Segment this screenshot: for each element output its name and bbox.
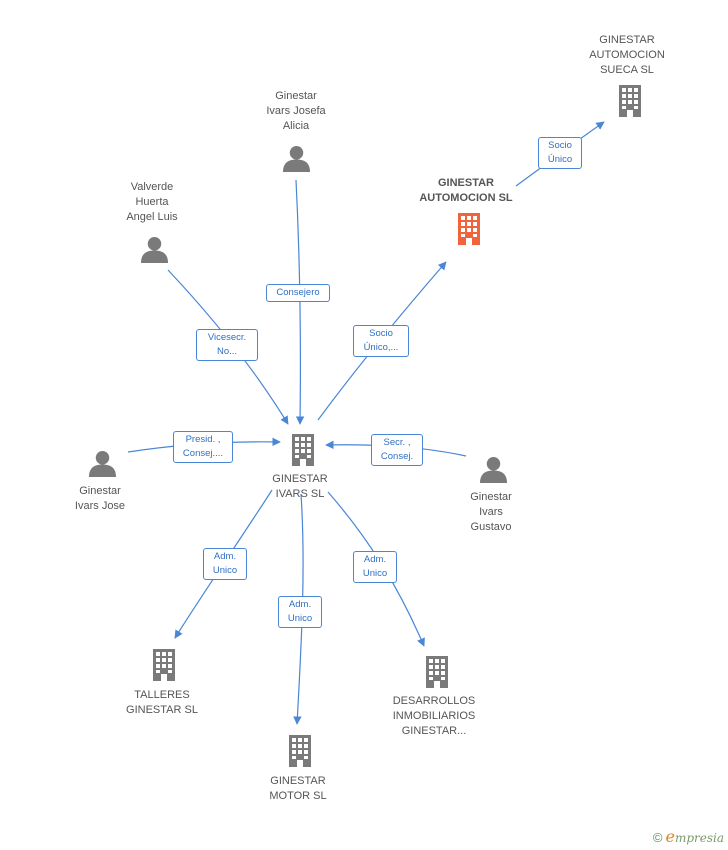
node-label-ginestar-ivars-josefa-alicia[interactable]: Ginestar Ivars Josefa Alicia xyxy=(266,90,326,132)
building-icon xyxy=(289,735,311,767)
edge-label-socio-unico-1: Socio Único,... xyxy=(353,325,409,357)
node-label-talleres-ginestar-sl[interactable]: TALLERES GINESTAR SL xyxy=(126,689,198,716)
person-icon xyxy=(283,145,310,172)
node-label-ginestar-motor-sl[interactable]: GINESTAR MOTOR SL xyxy=(269,775,327,802)
edge-label-socio-unico-2: Socio Único xyxy=(538,137,582,169)
building-icon xyxy=(619,85,641,117)
edge-label-secr: Secr. , Consej. xyxy=(371,434,423,466)
edge-label-vicesecr: Vicesecr. No... xyxy=(196,329,258,361)
building-icon xyxy=(292,434,314,466)
edge-label-adm-unico-3: Adm. Unico xyxy=(353,551,397,583)
edge-label-adm-unico-1: Adm. Unico xyxy=(203,548,247,580)
edge-label-presid: Presid. , Consej.... xyxy=(173,431,233,463)
node-label-ginestar-automocion-sl[interactable]: GINESTAR AUTOMOCION SL xyxy=(419,177,513,204)
building-icon xyxy=(426,656,448,688)
person-icon xyxy=(480,456,507,483)
node-label-ginestar-ivars-jose[interactable]: Ginestar Ivars Jose xyxy=(74,485,126,512)
person-icon xyxy=(89,450,116,477)
node-label-ginestar-ivars-gustavo[interactable]: Ginestar Ivars Gustavo xyxy=(470,491,512,533)
node-label-desarrollos-inmobiliarios[interactable]: DESARROLLOS INMOBILIARIOS GINESTAR... xyxy=(392,695,476,737)
node-label-ginestar-automocion-sueca-sl[interactable]: GINESTAR AUTOMOCION SUECA SL xyxy=(589,34,665,76)
building-icon xyxy=(458,213,480,245)
copyright-icon: © xyxy=(652,830,663,845)
copyright-footer: ©empresia xyxy=(653,827,724,846)
node-label-ginestar-ivars-sl[interactable]: GINESTAR IVARS SL xyxy=(272,473,328,500)
node-label-valverde-huerta-angel-luis[interactable]: Valverde Huerta Angel Luis xyxy=(126,181,178,223)
edge-consejero xyxy=(295,179,305,425)
empresia-logo-initial: e xyxy=(665,827,675,846)
person-icon xyxy=(141,236,168,263)
building-icon xyxy=(153,649,175,681)
edge-label-consejero: Consejero xyxy=(266,284,330,302)
edge-label-adm-unico-2: Adm. Unico xyxy=(278,596,322,628)
empresia-logo-text: mpresia xyxy=(674,831,724,845)
